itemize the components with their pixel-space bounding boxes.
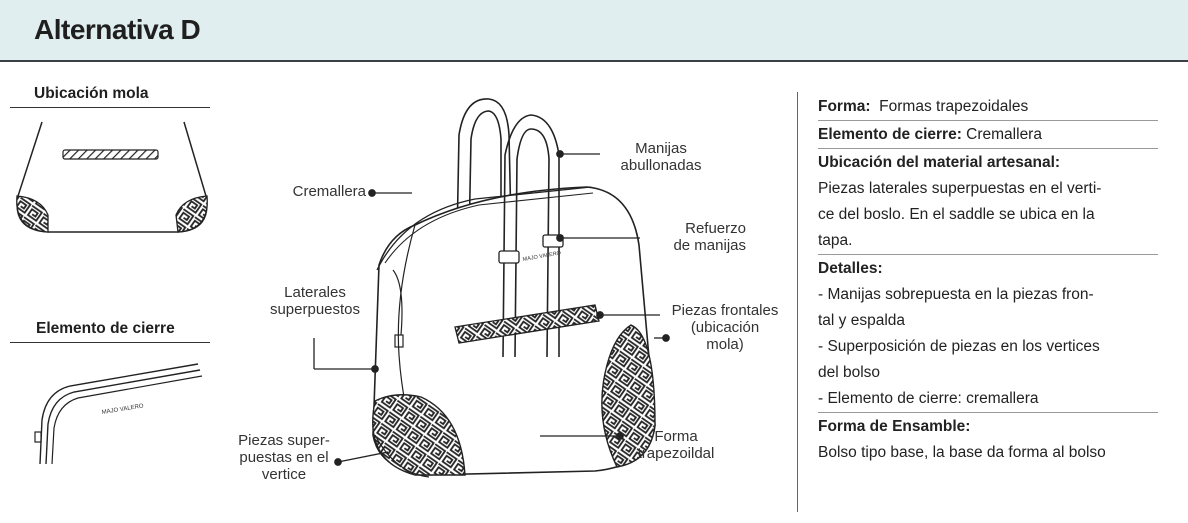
spec-elemento-cierre: Elemento de cierre: Cremallera: [818, 122, 1158, 149]
callout-piezas-vertice: Piezas super- puestas en el vertice: [238, 432, 330, 483]
zipper-sketch: MAJO VALERO: [34, 363, 203, 465]
spec-detalle-line: - Manijas sobrepuesta en la piezas fron-: [818, 286, 1094, 303]
spec-ubicacion-label: Ubicación del material artesanal:: [818, 154, 1061, 171]
callout-manijas-abullonadas: Manijas abullonadas: [620, 140, 702, 174]
spec-detalle-line: - Superposición de piezas en los vertice…: [818, 338, 1100, 355]
spec-forma: Forma: Formas trapezoidales: [818, 94, 1158, 121]
callout-piezas-frontales: Piezas frontales (ubicación mola): [671, 302, 779, 353]
section-title-ubicacion-mola: Ubicación mola: [34, 85, 149, 102]
spec-ensamble-label: Forma de Ensamble:: [818, 418, 971, 435]
spec-detalles-label: Detalles:: [818, 260, 883, 277]
spec-ubicacion-line: Piezas laterales superpuestas en el vert…: [818, 180, 1102, 197]
callout-cremallera: Cremallera: [292, 183, 366, 200]
spec-detalle-line: del bolso: [818, 364, 881, 381]
section-rule: [10, 342, 210, 343]
page-title: Alternativa D: [34, 14, 201, 45]
bag-illustration: MAJO VALERO: [372, 98, 656, 478]
header-bar: Alternativa D: [0, 0, 1188, 62]
spec-detalle-line: - Elemento de cierre: cremallera: [818, 386, 1158, 413]
callout-laterales-superpuestos: Laterales superpuestos: [269, 284, 361, 318]
section-rule: [10, 107, 210, 108]
section-title-elemento-cierre: Elemento de cierre: [36, 320, 175, 337]
spec-ensamble-value: Bolso tipo base, la base da forma al bol…: [818, 444, 1106, 461]
spec-ubicacion-line: ce del boslo. En el saddle se ubica en l…: [818, 206, 1095, 223]
spec-panel: Forma: Formas trapezoidales Elemento de …: [797, 92, 1160, 512]
spec-ubicacion-line: tapa.: [818, 228, 1158, 255]
mola-location-sketch: [16, 121, 208, 233]
callout-forma-trapezoidal: Forma trapezoildal: [637, 428, 715, 462]
callout-refuerzo-manijas: Refuerzo de manijas: [673, 220, 746, 254]
spec-detalle-line: tal y espalda: [818, 312, 906, 329]
